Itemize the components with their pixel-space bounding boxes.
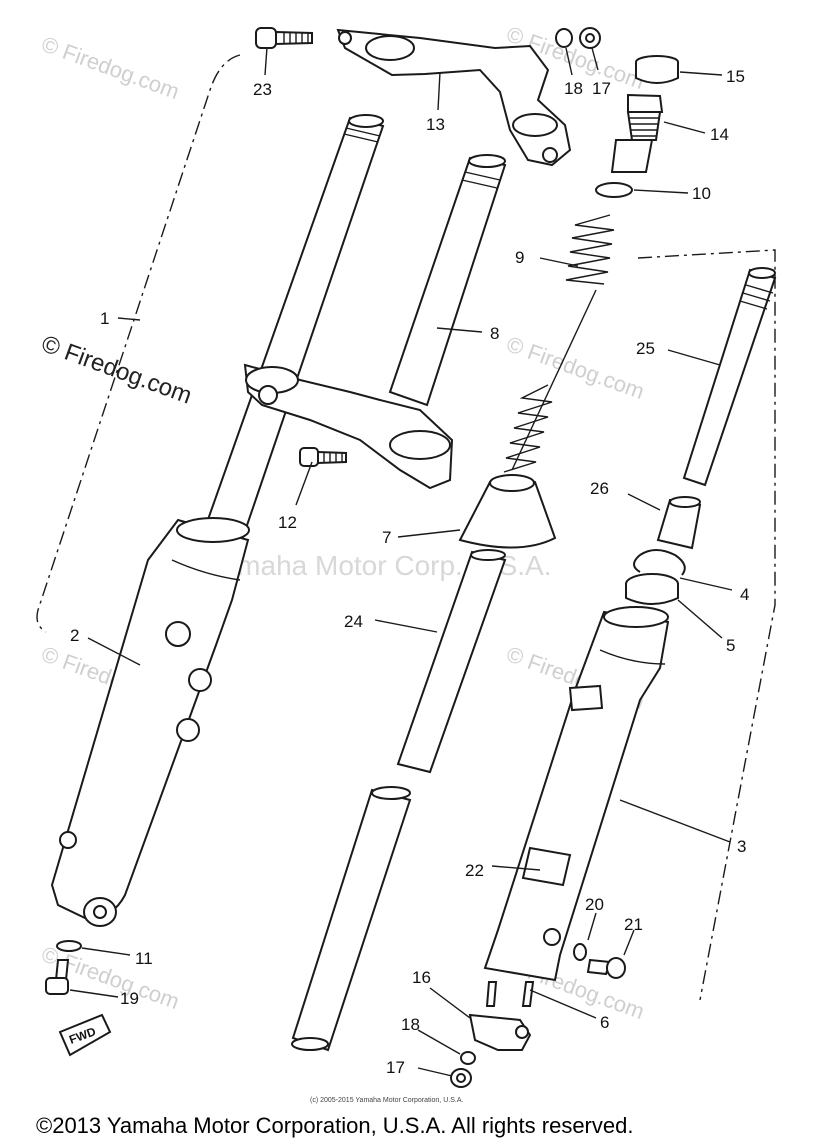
footer-copyright: ©2013 Yamaha Motor Corporation, U.S.A. A…: [36, 1113, 633, 1138]
inner-tube-8: [388, 154, 507, 407]
left-fork-inner-tube: [203, 114, 385, 542]
callout-7: 7: [382, 528, 391, 547]
spring-9-upper: [565, 214, 615, 285]
small-copyright: (c) 2005-2015 Yamaha Motor Corporation, …: [310, 1097, 463, 1104]
spring-guide-line: [511, 289, 597, 471]
callout-2: 2: [70, 626, 79, 645]
group-bracket-left: [36, 54, 241, 633]
callout-21: 21: [624, 915, 643, 934]
callout-17-top: 17: [592, 79, 611, 98]
callout-12: 12: [278, 513, 297, 532]
callout-24: 24: [344, 612, 363, 631]
watermark-firedog: © Firedog.com: [503, 331, 647, 404]
spring-9-lower: [503, 384, 553, 473]
callout-11: 11: [135, 949, 153, 968]
callout-14: 14: [710, 125, 729, 144]
washer-18-top: [555, 28, 573, 48]
bolt-23: [255, 27, 313, 49]
callout-23: 23: [253, 80, 272, 99]
callout-20: 20: [585, 895, 604, 914]
callout-9: 9: [515, 248, 524, 267]
washer-20: [573, 943, 587, 961]
callout-10: 10: [692, 184, 711, 203]
studs-6: [485, 981, 535, 1007]
callout-8: 8: [490, 324, 499, 343]
callout-22: 22: [465, 861, 484, 880]
damper-rod-24: [291, 549, 507, 1052]
callout-6: 6: [600, 1013, 609, 1032]
bolt-21: [586, 957, 626, 979]
cap-15: [635, 55, 679, 84]
cap-7: [458, 474, 557, 549]
callout-16: 16: [412, 968, 431, 987]
top-bracket: [336, 28, 572, 167]
right-fork-outer-tube: [483, 606, 670, 982]
washer-11: [56, 940, 82, 952]
callout-17-bottom: 17: [386, 1058, 405, 1077]
callout-26: 26: [590, 479, 609, 498]
washer-18-bottom: [460, 1051, 476, 1065]
left-fork-outer-tube: [50, 517, 250, 927]
under-bracket: [243, 363, 454, 490]
callout-18-top: 18: [564, 79, 583, 98]
callout-15: 15: [726, 67, 745, 86]
circlip-4: [633, 549, 686, 576]
callout-4: 4: [740, 585, 749, 604]
bolt-12: [299, 447, 347, 467]
callout-25: 25: [636, 339, 655, 358]
fwd-arrow: FWD: [58, 1013, 112, 1057]
callout-1: 1: [100, 309, 109, 328]
washer-10: [595, 182, 633, 198]
piece-26: [656, 496, 702, 550]
cap-bolt-14: [610, 93, 664, 173]
bolt-19: [45, 959, 70, 995]
axle-holder-16: [468, 1013, 532, 1051]
nut-17-top: [579, 27, 601, 49]
callout-3: 3: [737, 837, 746, 856]
damper-25: [682, 267, 777, 487]
callout-13: 13: [426, 115, 445, 134]
watermark-firedog: © Firedog.com: [38, 31, 182, 104]
callout-19: 19: [120, 989, 139, 1008]
callout-18-bottom: 18: [401, 1015, 420, 1034]
nut-17-bottom: [450, 1068, 472, 1088]
callout-5: 5: [726, 636, 735, 655]
seal-5: [625, 573, 679, 605]
